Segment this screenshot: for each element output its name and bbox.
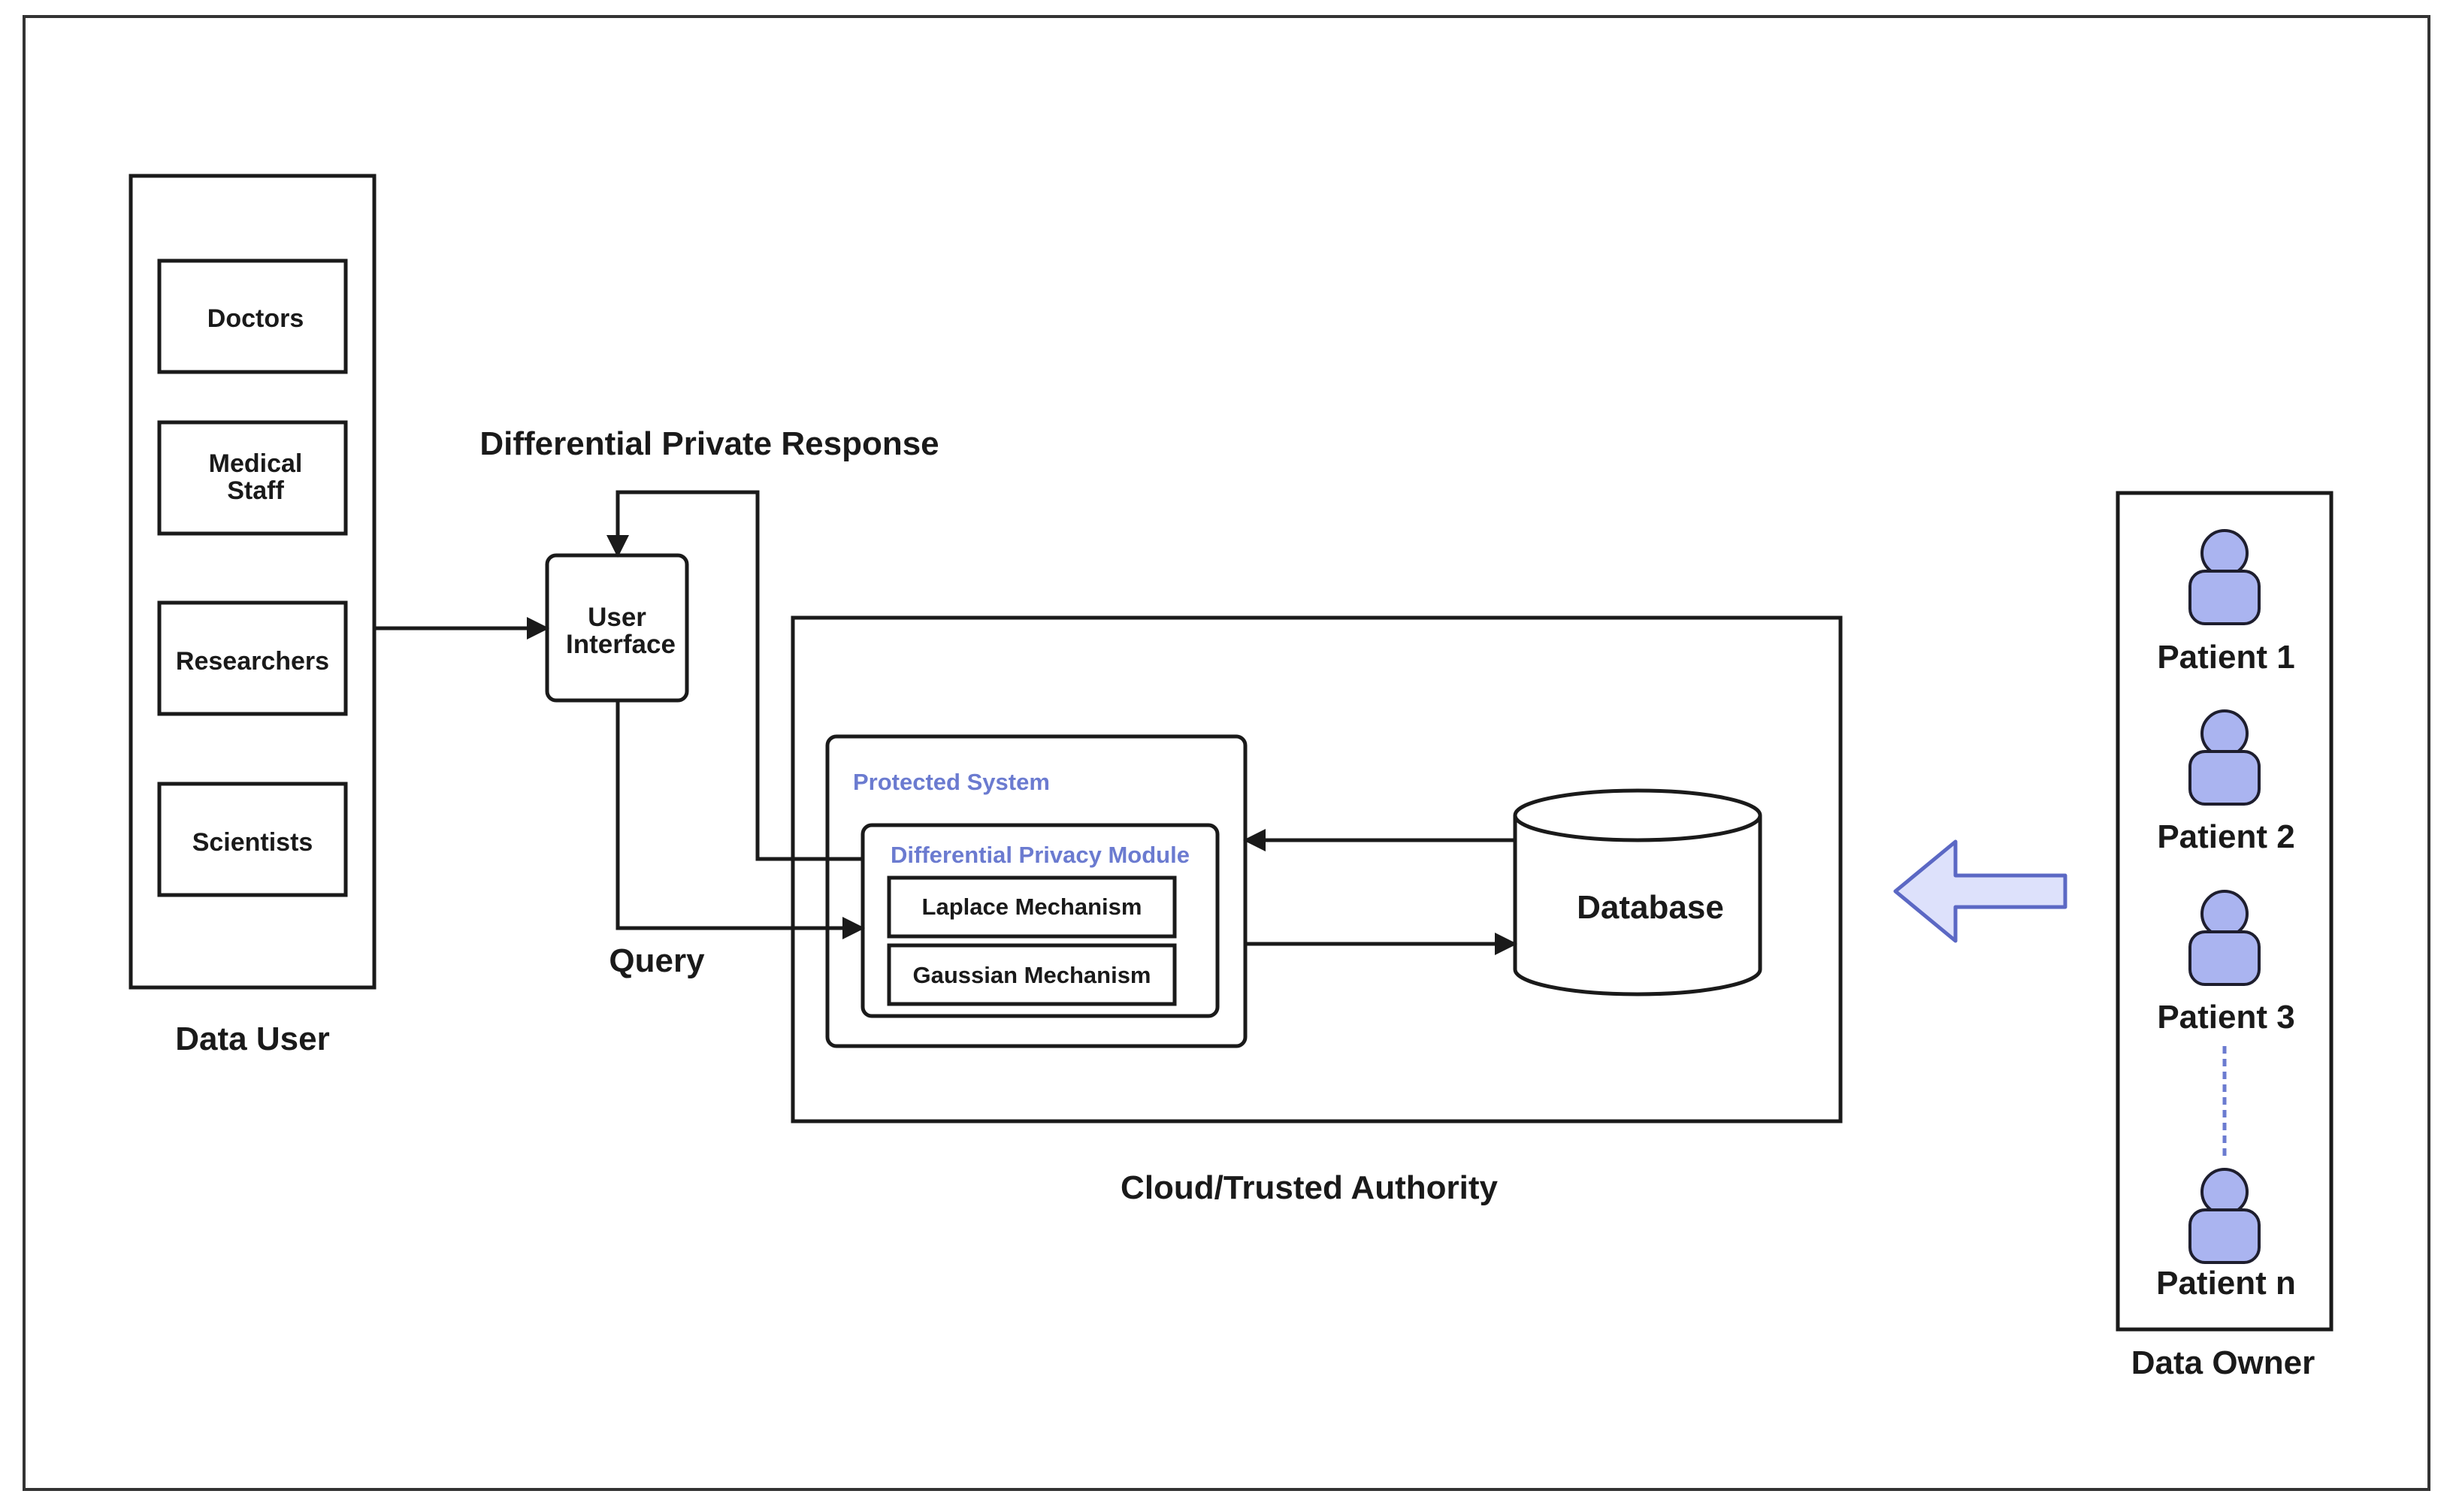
person-icon bbox=[2188, 529, 2261, 625]
role-label: Scientists bbox=[192, 828, 313, 857]
connectors bbox=[374, 490, 1517, 955]
query-flow-label: Query bbox=[609, 942, 705, 979]
role-doctors: Doctors bbox=[157, 259, 348, 374]
role-scientists: Scientists bbox=[157, 782, 348, 897]
data-owner-panel: Patient 1 Patient 2 Patient 3 Patient n bbox=[2116, 491, 2334, 1381]
role-researchers: Researchers bbox=[157, 600, 348, 716]
patient-3: Patient 3 bbox=[2157, 890, 2295, 1036]
laplace-mechanism-label: Laplace Mechanism bbox=[922, 894, 1142, 920]
arrow-left-icon bbox=[1893, 839, 2067, 943]
cloud-caption: Cloud/Trusted Authority bbox=[1121, 1169, 1498, 1206]
outer-frame bbox=[23, 15, 2430, 1491]
user-interface-line1: User bbox=[588, 603, 646, 632]
person-icon bbox=[2188, 1168, 2261, 1264]
data-user-caption: Data User bbox=[175, 1021, 329, 1057]
patient-1: Patient 1 bbox=[2157, 529, 2295, 676]
differential-privacy-module: Differential Privacy Module Laplace Mech… bbox=[861, 823, 1220, 1018]
database-label: Database bbox=[1577, 889, 1724, 926]
protected-system-title: Protected System bbox=[853, 769, 1050, 795]
data-owner-caption: Data Owner bbox=[2131, 1344, 2315, 1381]
patient-label: Patient 3 bbox=[2157, 999, 2294, 1036]
response-flow-label: Differential Private Response bbox=[479, 425, 939, 462]
patient-label: Patient 2 bbox=[2157, 818, 2294, 855]
person-icon bbox=[2188, 890, 2261, 986]
patient-label: Patient 1 bbox=[2157, 639, 2294, 676]
connector-response bbox=[606, 490, 863, 861]
database-cylinder: Database bbox=[1513, 788, 1762, 996]
role-label: Doctors bbox=[207, 304, 304, 333]
module-title: Differential Privacy Module bbox=[891, 842, 1190, 868]
gaussian-mechanism-label: Gaussian Mechanism bbox=[912, 962, 1151, 988]
protected-system: Protected System Differential Privacy Mo… bbox=[825, 734, 1248, 1048]
patient-2: Patient 2 bbox=[2157, 709, 2295, 855]
patient-label: Patient n bbox=[2156, 1265, 2296, 1302]
role-medical-staff: Medical Staff bbox=[157, 420, 348, 536]
connector-query bbox=[616, 700, 865, 939]
user-interface-box: User Interface bbox=[545, 553, 689, 703]
patient-n: Patient n bbox=[2156, 1168, 2296, 1302]
laplace-mechanism-box bbox=[887, 875, 1177, 939]
role-label: Researchers bbox=[176, 647, 329, 676]
gaussian-mechanism-box bbox=[887, 943, 1177, 1006]
role-label-line1: Medical bbox=[209, 449, 303, 478]
cloud-authority: Protected System Differential Privacy Mo… bbox=[791, 615, 1843, 1206]
role-label-line2: Staff bbox=[227, 476, 284, 505]
user-interface-line2: Interface bbox=[566, 630, 676, 659]
data-user-panel: Doctors Medical Staff Researchers Scient… bbox=[129, 174, 377, 1057]
person-icon bbox=[2188, 709, 2261, 806]
